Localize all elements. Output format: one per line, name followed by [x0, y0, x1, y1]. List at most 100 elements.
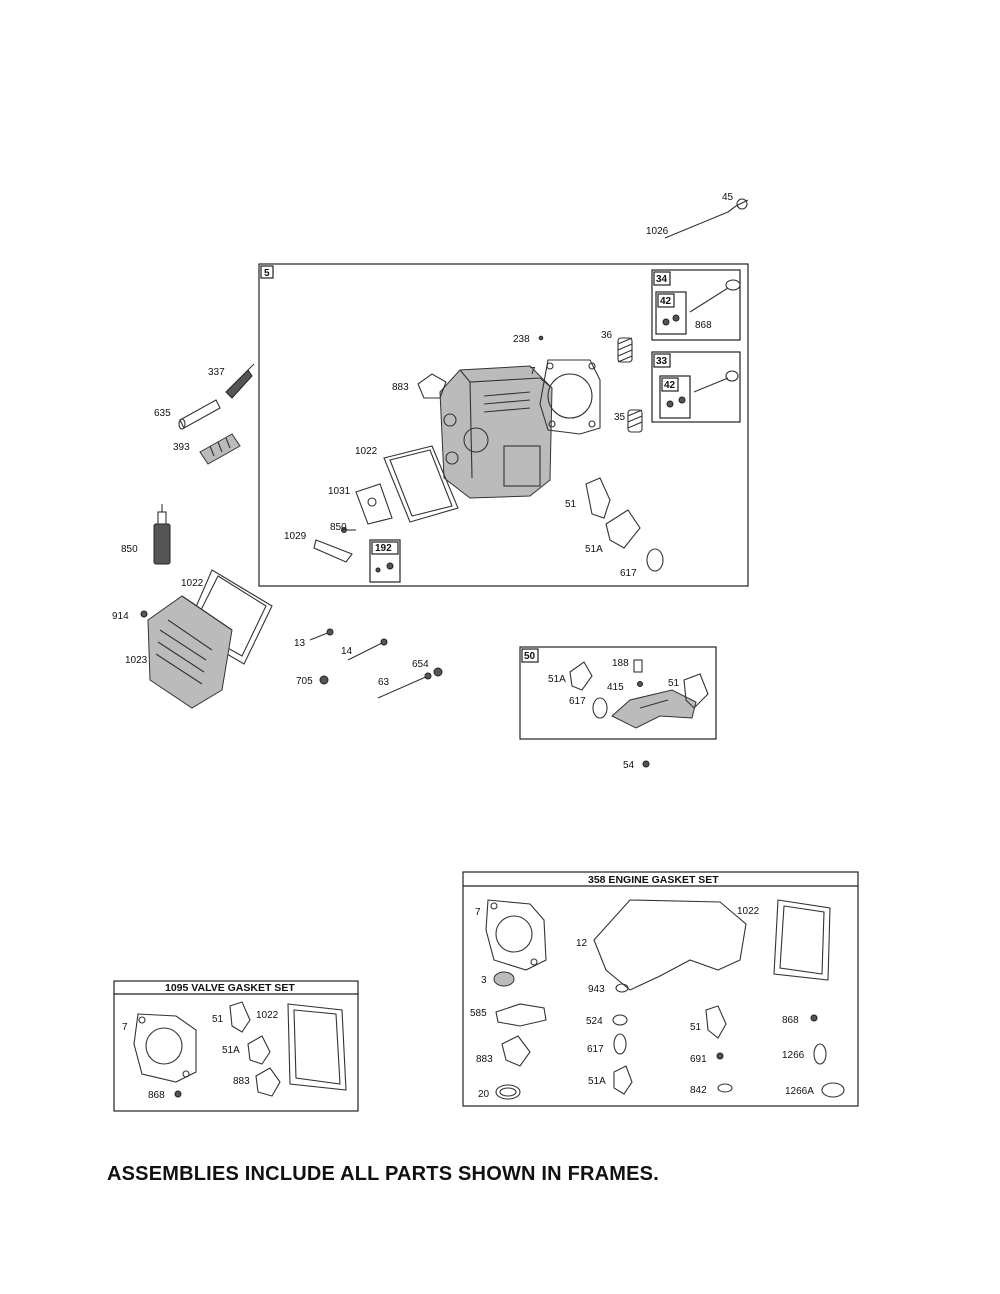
bolt-188-f50 [633, 659, 643, 673]
gasket-883 [417, 373, 447, 399]
engine-gasket-set-frame [462, 871, 859, 1107]
valve-gasket-set-title: 1095 VALVE GASKET SET [165, 982, 295, 994]
label-54: 54 [623, 760, 635, 771]
label-7-valve: 7 [122, 1022, 128, 1033]
label-691-engine: 691 [690, 1054, 707, 1065]
crankcase-gasket-12 [593, 899, 747, 991]
gasket-51-main [585, 477, 611, 519]
label-51A-engine: 51A [588, 1076, 606, 1087]
label-585-engine: 585 [470, 1008, 487, 1019]
label-1029: 1029 [284, 531, 307, 542]
label-1022-valve: 1022 [256, 1010, 279, 1021]
rocker-cover-gasket-1022 [383, 445, 459, 523]
label-883-valve: 883 [233, 1076, 250, 1087]
label-63: 63 [378, 677, 390, 688]
label-524-engine: 524 [586, 1016, 603, 1027]
label-850-left: 850 [121, 544, 138, 555]
label-337: 337 [208, 367, 225, 378]
seal-20-engine [495, 1084, 521, 1100]
label-51-f50: 51 [668, 678, 680, 689]
dipstick-part [664, 198, 749, 239]
label-1022-engine: 1022 [737, 906, 760, 917]
subframe-34-tag: 34 [656, 274, 668, 285]
rocker-arm-1029 [313, 539, 353, 563]
label-1026: 1026 [646, 226, 669, 237]
seal-3-engine [493, 971, 515, 987]
bolt-13 [309, 628, 334, 641]
head-gasket-7-engine [485, 899, 547, 971]
label-654: 654 [412, 659, 429, 670]
label-7-engine: 7 [475, 907, 481, 918]
label-7: 7 [530, 366, 536, 377]
label-35: 35 [614, 412, 626, 423]
nut-654 [433, 667, 443, 677]
label-12-engine: 12 [576, 938, 588, 949]
subframe-192-tag: 192 [375, 543, 392, 554]
main-assembly-frame [258, 263, 749, 587]
cylinder-head-part [439, 365, 553, 499]
label-705: 705 [296, 676, 313, 687]
head-gasket-7 [539, 359, 601, 435]
engine-gasket-set-title: 358 ENGINE GASKET SET [588, 874, 719, 886]
subframe-33-inner-tag: 42 [664, 380, 676, 391]
valve-gasket-set-frame [113, 980, 359, 1112]
valve-spring-35 [627, 409, 643, 433]
label-188: 188 [612, 658, 629, 669]
label-850-main: 850 [330, 522, 347, 533]
subframe-33-tag: 33 [656, 356, 668, 367]
label-1023: 1023 [125, 655, 148, 666]
label-868-engine: 868 [782, 1015, 799, 1026]
intake-manifold-f50 [611, 689, 697, 729]
rocker-gasket-1022-engine [773, 899, 831, 981]
intake-valve-part [666, 370, 739, 408]
label-238: 238 [513, 334, 530, 345]
label-1266-engine: 1266 [782, 1050, 805, 1061]
gasket-51A-main [605, 509, 641, 549]
subframe-192 [369, 539, 401, 583]
main-frame-tag-box [260, 265, 274, 279]
label-617-engine: 617 [587, 1044, 604, 1055]
label-51A-f50: 51A [548, 674, 566, 685]
label-20-engine: 20 [478, 1089, 490, 1100]
label-1022-main: 1022 [355, 446, 378, 457]
assemblies-note: ASSEMBLIES INCLUDE ALL PARTS SHOWN IN FR… [107, 1163, 659, 1185]
gasket-51A-valve [247, 1035, 271, 1065]
plate-1031 [355, 483, 393, 525]
label-45: 45 [722, 192, 734, 203]
spark-plug-337 [225, 363, 255, 399]
gasket-51A-f50 [569, 661, 593, 691]
label-635: 635 [154, 408, 171, 419]
valve-spring-36 [617, 337, 633, 363]
subframe-34 [651, 269, 741, 341]
bolt-850-main [341, 527, 356, 533]
subframe-34-inner-tag: 42 [660, 296, 672, 307]
label-883: 883 [392, 382, 409, 393]
rocker-cover-1023 [147, 595, 233, 709]
gasket-51-valve [229, 1001, 251, 1033]
label-14: 14 [341, 646, 353, 657]
label-868-valve: 868 [148, 1090, 165, 1101]
label-3-engine: 3 [481, 975, 487, 986]
label-51A-valve: 51A [222, 1045, 240, 1056]
o-ring-617-f50 [592, 697, 608, 719]
label-51-main: 51 [565, 499, 577, 510]
label-393: 393 [173, 442, 190, 453]
label-51-engine: 51 [690, 1022, 702, 1033]
boot-393 [199, 433, 241, 465]
label-868: 868 [695, 320, 712, 331]
label-914: 914 [112, 611, 129, 622]
o-ring-617-main [646, 548, 664, 572]
nut-705 [319, 675, 329, 685]
subframe-50-tag: 50 [524, 651, 536, 662]
label-51A-main: 51A [585, 544, 603, 555]
label-51-valve: 51 [212, 1014, 224, 1025]
tube-635 [178, 399, 221, 430]
label-883-engine: 883 [476, 1054, 493, 1065]
gasket-51-engine [705, 1005, 727, 1039]
label-842-engine: 842 [690, 1085, 707, 1096]
label-617-main: 617 [620, 568, 637, 579]
label-943-engine: 943 [588, 984, 605, 995]
label-1022-left: 1022 [181, 578, 204, 589]
exhaust-valve-part [662, 279, 741, 326]
